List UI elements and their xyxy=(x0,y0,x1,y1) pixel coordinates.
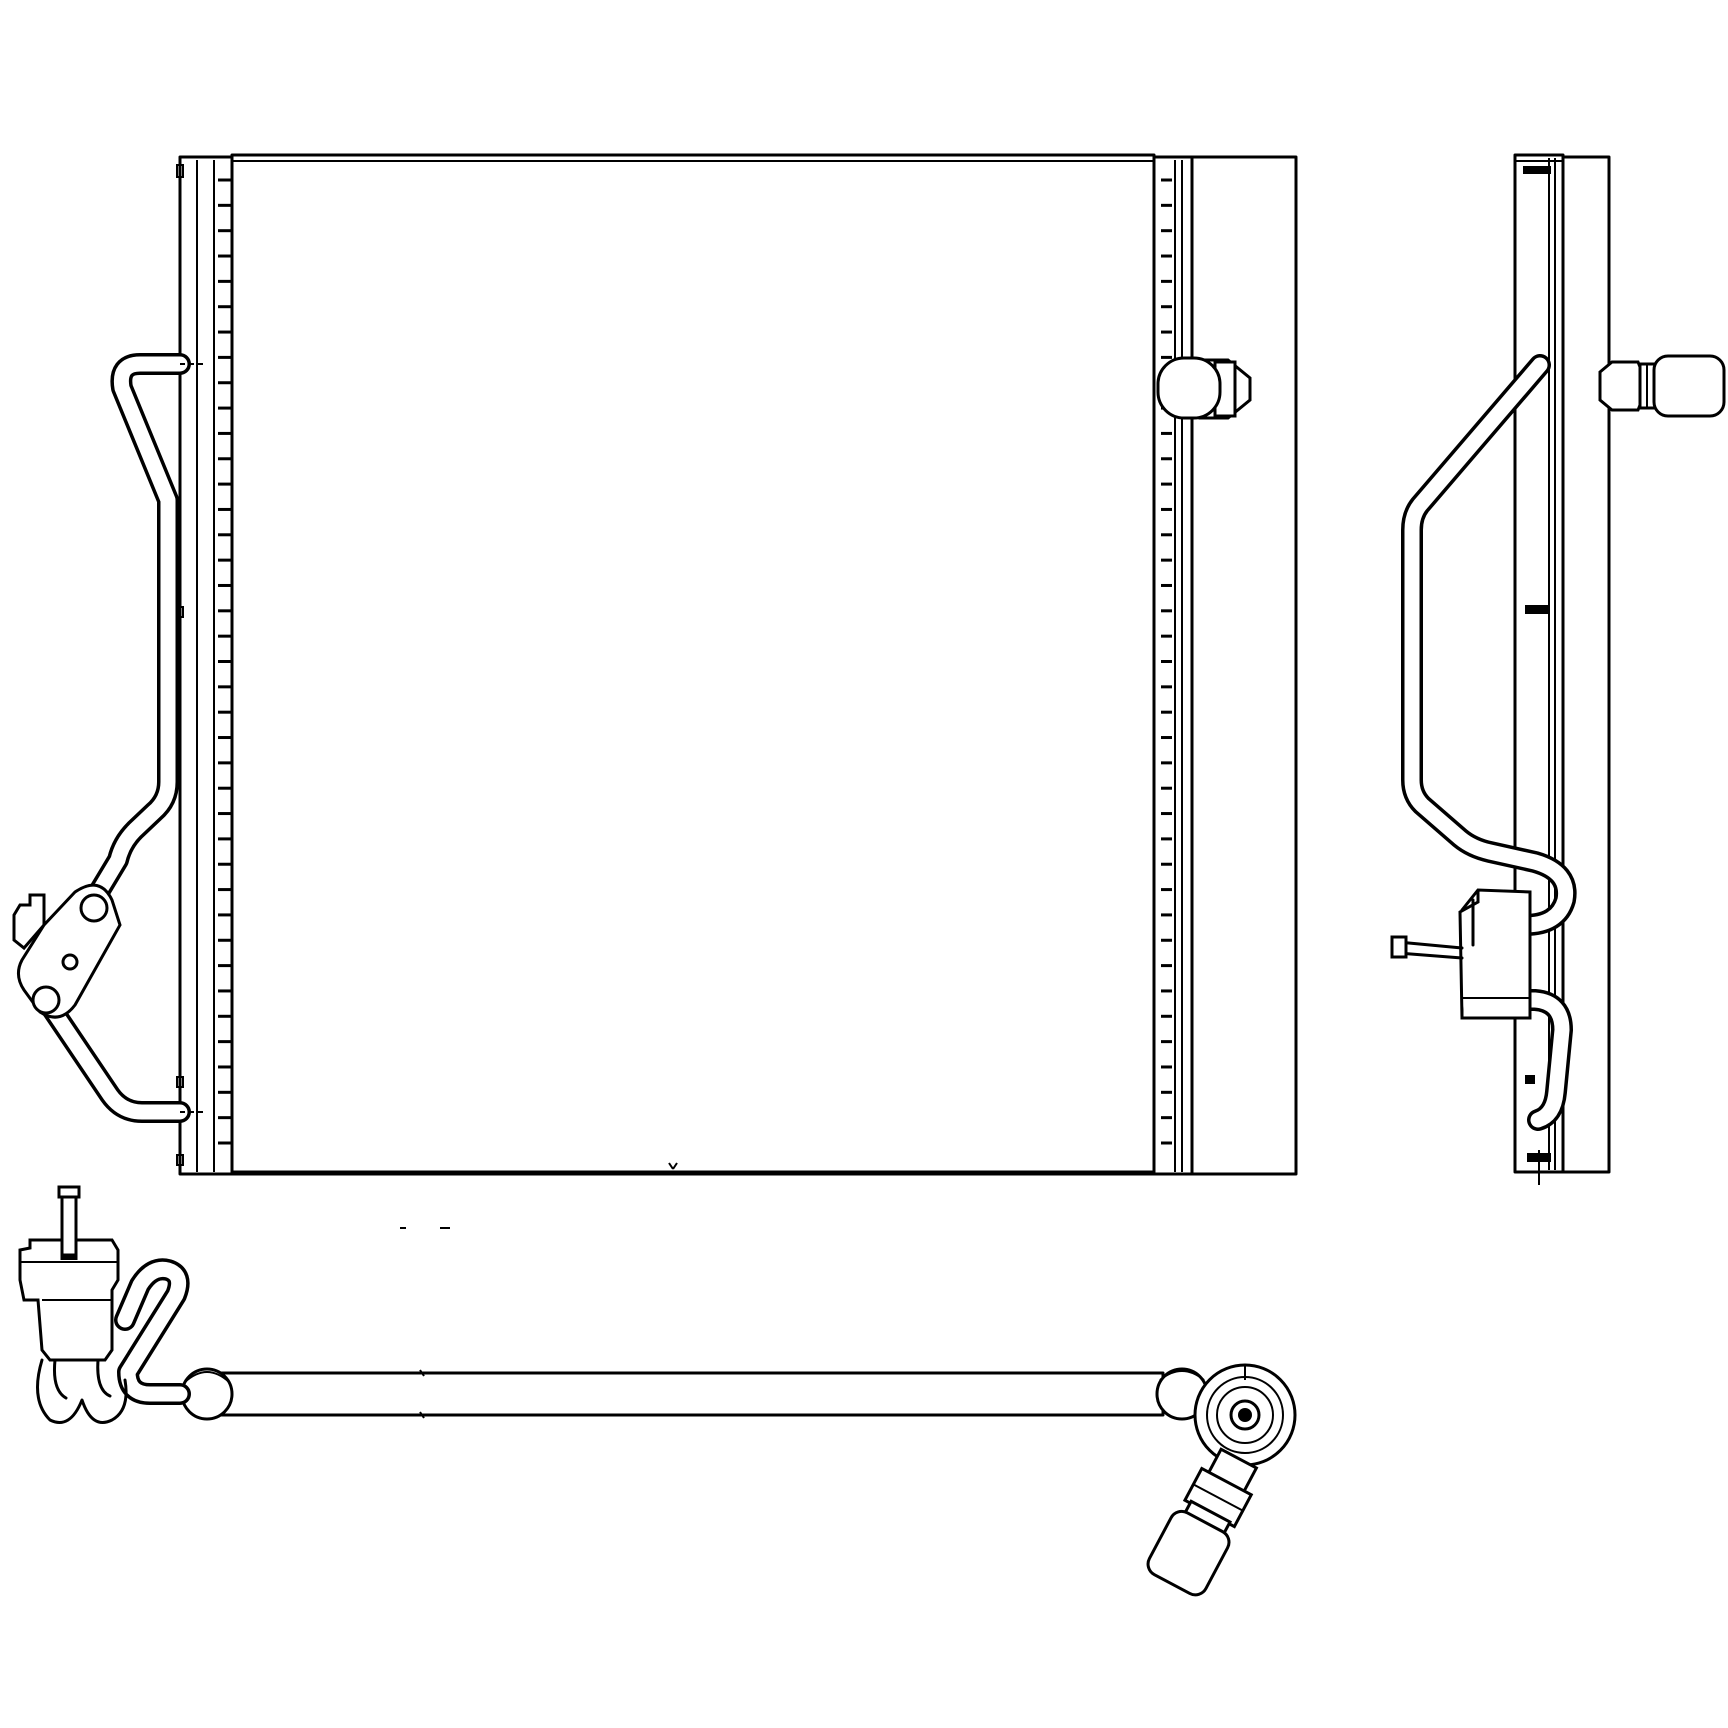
side-view xyxy=(1390,153,1726,1185)
mount-clip xyxy=(176,1076,184,1088)
outlet-fitting xyxy=(1156,356,1252,420)
bottom-receiver xyxy=(1193,1363,1297,1467)
mount-clip xyxy=(176,164,184,178)
side-mount-mark xyxy=(1525,605,1549,614)
bottom-outlet-fitting xyxy=(1146,1447,1259,1597)
mount-clip xyxy=(176,1154,184,1166)
side-outlet-fitting xyxy=(1598,354,1726,418)
condenser-core xyxy=(230,153,1156,1176)
left-tube-ticks xyxy=(218,178,232,1145)
bottom-pipework xyxy=(18,1185,191,1424)
front-refrigerant-pipe xyxy=(35,353,205,1123)
side-expansion-block xyxy=(1390,888,1532,1020)
left-header-tank xyxy=(178,155,234,1176)
front-view xyxy=(12,153,1298,1176)
bottom-view xyxy=(18,1185,1297,1597)
side-refrigerant-pipe xyxy=(1401,354,1577,1131)
bottom-core xyxy=(213,1371,1165,1417)
side-mount-mark xyxy=(1523,166,1551,174)
side-receiver xyxy=(1561,155,1611,1174)
side-mount-mark xyxy=(1525,1075,1535,1084)
receiver-dryer xyxy=(1190,155,1298,1176)
right-tube-ticks xyxy=(1161,178,1172,1145)
expansion-block xyxy=(12,883,122,1019)
right-header-tank xyxy=(1152,155,1194,1176)
